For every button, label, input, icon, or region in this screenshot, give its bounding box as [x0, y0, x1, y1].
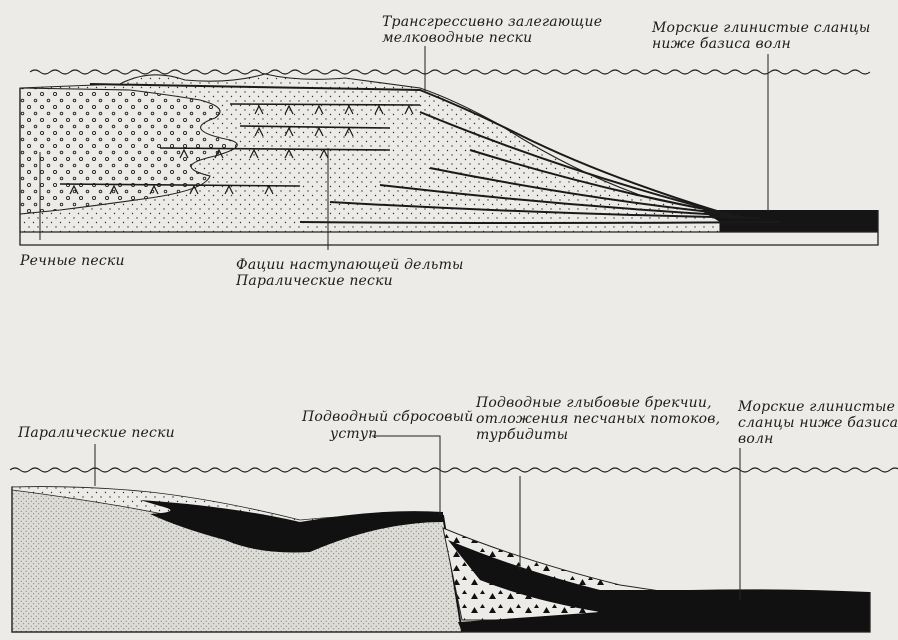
label-transgressive-sands-1: Трансгрессивно залегающие — [382, 15, 602, 30]
sea-surface-bottom — [10, 468, 898, 472]
label-fault-scarp-1: Подводный сбросовый — [302, 410, 473, 425]
label-basin-shales-2: сланцы ниже базиса — [738, 416, 898, 431]
label-basin-shales-3: волн — [738, 432, 774, 447]
label-paralic-sands-bottom: Паралические пески — [18, 426, 175, 441]
top-diagram — [20, 46, 878, 250]
label-paralic-sands-top: Паралические пески — [236, 274, 393, 289]
label-transgressive-sands-2: мелководные пески — [382, 31, 532, 46]
sea-surface-top — [30, 70, 870, 74]
label-river-sands: Речные пески — [20, 254, 125, 269]
label-breccia-2: отложения песчаных потоков, — [476, 412, 720, 427]
label-marine-shales-1: Морские глинистые сланцы — [652, 21, 870, 36]
label-breccia-1: Подводные глыбовые брекчии, — [476, 396, 712, 411]
bottom-diagram — [10, 436, 898, 632]
label-marine-shales-2: ниже базиса волн — [652, 37, 791, 52]
label-fault-scarp-2: уступ — [330, 427, 377, 442]
label-breccia-3: турбидиты — [476, 428, 568, 443]
label-delta-facies: Фации наступающей дельты — [236, 258, 464, 273]
label-basin-shales-1: Морские глинистые — [738, 400, 895, 415]
